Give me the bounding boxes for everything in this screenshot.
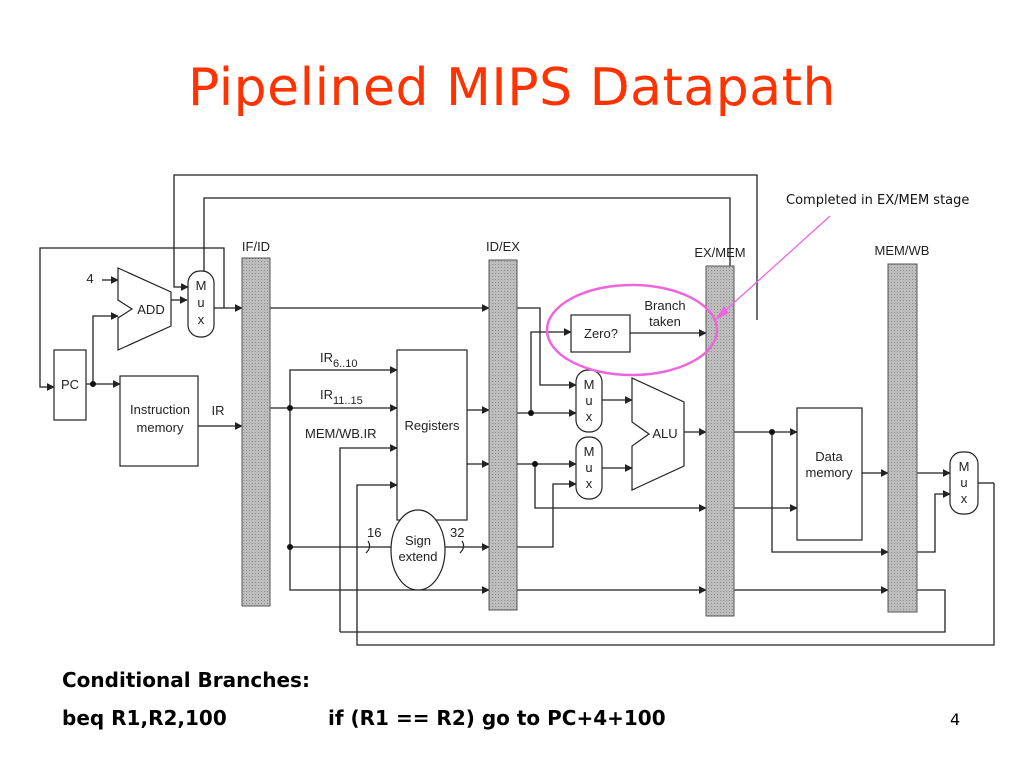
bus-slash-32 [459,540,465,554]
wire-junctions [90,381,775,550]
writeback-mux [949,451,979,515]
pipeline-registers [241,257,918,617]
ex-mem-label: EX/MEM [694,245,745,260]
beq-instruction: beq R1,R2,100 [62,706,227,730]
sign-extend-unit [390,509,446,591]
wire-pc-to-adder [92,312,119,384]
callout-pointer-arrowhead [715,306,729,320]
junction [528,410,534,416]
alu [631,377,685,491]
imem-label-1: Instruction [130,402,190,417]
wire-writeback-data [356,481,995,646]
datapath-wires [39,174,995,646]
bus-slash-16 [365,540,371,554]
ex-mem-register [705,265,735,617]
ir-label: IR [212,403,225,418]
pc-adder [117,267,172,351]
alu-label: ALU [652,426,677,441]
taken-label: taken [649,314,681,329]
wire-exmem-alu-bypass [771,432,889,556]
zero-label: Zero? [584,326,618,341]
four-constant: 4 [86,271,93,286]
wb-mux-x: x [961,491,968,506]
pc-register [53,349,87,421]
wire-mem-wb-ir [339,444,398,632]
callout-pointer-line [716,215,831,319]
junction [287,405,293,411]
id-ex-label: ID/EX [486,239,520,254]
junction [769,429,775,435]
mux-b-u: u [585,460,592,475]
branch-highlight-circle [545,283,719,377]
wire-idex-imm [517,480,577,548]
wire-pc-loop [39,247,225,391]
pc-mux-x: x [198,312,205,327]
mux-b-m: M [584,444,595,459]
wire-idex-a [517,328,572,414]
ir-11-15-sub: 11..15 [333,395,363,407]
mem-wb-label: MEM/WB [875,243,930,258]
wire-wb-ir-feedback [340,589,946,633]
alu-input-mux-b [575,436,603,500]
sign-extend-label-2: extend [398,549,437,564]
wire-memwb-alu [917,490,951,553]
bits-32-label: 32 [450,525,464,540]
mux-a-x: x [586,409,593,424]
wire-ir-6-10 [270,366,398,409]
pc-label: PC [61,377,79,392]
wb-mux-u: u [960,475,967,490]
imem-label-2: memory [137,420,184,435]
junction [287,544,293,550]
instruction-memory [119,375,199,467]
dmem-label-1: Data [815,449,843,464]
if-id-label: IF/ID [242,239,270,254]
mux-b-x: x [586,476,593,491]
data-memory [796,407,863,541]
zero-test [570,314,631,353]
conditional-branches-heading: Conditional Branches: [62,668,310,692]
ir-6-10-base: IR [320,350,333,365]
junction [90,381,96,387]
id-ex-register [488,259,518,611]
beq-description: if (R1 == R2) go to PC+4+100 [328,706,666,730]
wb-mux-m: M [959,459,970,474]
mem-wb-ir-label: MEM/WB.IR [305,426,377,441]
register-file [396,349,468,521]
slide-number: 4 [950,710,961,729]
pc-mux-m: M [196,278,207,293]
branch-label: Branch [644,298,685,313]
pc-mux [187,270,215,338]
bus-width-marks [365,540,465,554]
wire-branch-target [173,174,758,320]
bits-16-label: 16 [367,525,381,540]
ir-11-15-base: IR [320,387,333,402]
mem-wb-register [887,263,918,613]
if-id-register [241,257,271,607]
wire-idex-pc4 [517,307,577,389]
junction [532,461,538,467]
dmem-label-2: memory [806,465,853,480]
sign-extend-label-1: Sign [405,533,431,548]
slide-title: Pipelined MIPS Datapath [187,58,837,118]
mux-a-m: M [584,377,595,392]
mux-a-u: u [585,393,592,408]
ir-11-15-label: IR11..15 [320,387,363,407]
ir-6-10-label: IR6..10 [320,350,357,370]
ir-6-10-sub: 6..10 [333,358,357,370]
adder-label: ADD [137,302,164,317]
pc-mux-u: u [197,295,204,310]
callout-text: Completed in EX/MEM stage [786,193,970,208]
wire-branch-cond [203,197,731,315]
wire-idex-b-mem [534,464,707,512]
registers-label: Registers [405,418,460,433]
